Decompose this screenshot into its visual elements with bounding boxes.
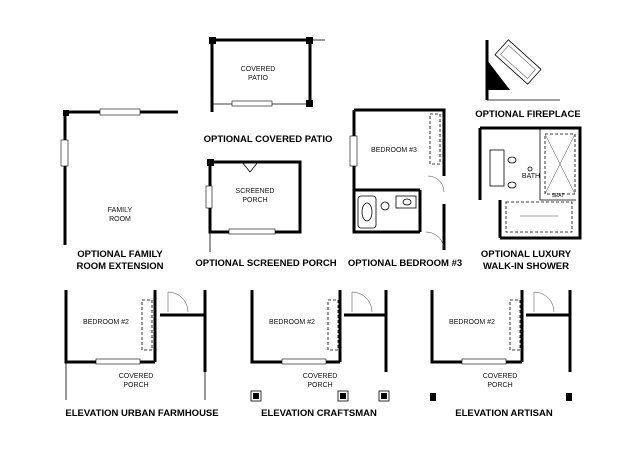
shower-caption: OPTIONAL LUXURY xyxy=(481,249,572,260)
family-room-extension-panel: FAMILY ROOM OPTIONAL FAMILY ROOM EXTENSI… xyxy=(60,108,178,272)
artisan-porch-label-2: PORCH xyxy=(487,382,512,389)
fireplace-hearth-icon xyxy=(487,60,510,90)
walk-in-shower-panel: BATH SEAT OPTIONAL LUXURY WALK-IN SHOWER xyxy=(478,126,582,272)
seat-label: SEAT xyxy=(552,193,565,199)
elevation-craftsman-panel: BEDROOM #2 COVERED PORCH ELEVATION CRAFT… xyxy=(250,290,390,419)
bedroom3-caption: OPTIONAL BEDROOM #3 xyxy=(348,258,462,269)
fireplace-caption: OPTIONAL FIREPLACE xyxy=(475,109,580,120)
craftsman-porch-label-2: PORCH xyxy=(307,382,332,389)
covered-patio-caption: OPTIONAL COVERED PATIO xyxy=(204,134,333,145)
bath-label: BATH xyxy=(522,173,540,180)
artisan-caption: ELEVATION ARTISAN xyxy=(455,408,553,419)
craftsman-porch-label: COVERED xyxy=(303,373,338,380)
farmhouse-caption: ELEVATION URBAN FARMHOUSE xyxy=(65,408,218,419)
craftsman-caption: ELEVATION CRAFTSMAN xyxy=(261,408,377,419)
artisan-bedroom2-label: BEDROOM #2 xyxy=(449,319,495,326)
covered-patio-label: COVERED xyxy=(241,66,276,73)
farmhouse-bedroom2-label: BEDROOM #2 xyxy=(83,319,129,326)
fireplace-panel: OPTIONAL FIREPLACE xyxy=(475,39,581,120)
covered-patio-label-2: PATIO xyxy=(248,75,269,82)
bedroom3-label: BEDROOM #3 xyxy=(371,147,417,154)
craftsman-bedroom2-label: BEDROOM #2 xyxy=(269,319,315,326)
family-room-label-2: ROOM xyxy=(109,216,131,223)
screened-porch-panel: SCREENED PORCH OPTIONAL SCREENED PORCH xyxy=(195,159,337,269)
farmhouse-porch-label-2: PORCH xyxy=(123,382,148,389)
elevation-urban-farmhouse-panel: BEDROOM #2 COVERED PORCH ELEVATION URBAN… xyxy=(64,290,219,419)
screened-porch-caption: OPTIONAL SCREENED PORCH xyxy=(195,258,336,269)
elevation-artisan-panel: BEDROOM #2 COVERED PORCH ELEVATION ARTIS… xyxy=(430,290,572,419)
screened-porch-label-2: PORCH xyxy=(242,197,267,204)
bedroom3-panel: BEDROOM #3 OPTIONAL BEDROOM #3 xyxy=(348,108,462,269)
farmhouse-porch-label: COVERED xyxy=(119,373,154,380)
covered-patio-panel: COVERED PATIO OPTIONAL COVERED PATIO xyxy=(204,37,333,145)
family-room-caption-2: ROOM EXTENSION xyxy=(76,261,163,272)
shower-caption-2: WALK-IN SHOWER xyxy=(483,261,569,272)
screened-porch-label: SCREENED xyxy=(236,188,275,195)
family-room-label: FAMILY xyxy=(108,207,133,214)
artisan-porch-label: COVERED xyxy=(483,373,518,380)
family-room-caption: OPTIONAL FAMILY xyxy=(77,249,163,260)
